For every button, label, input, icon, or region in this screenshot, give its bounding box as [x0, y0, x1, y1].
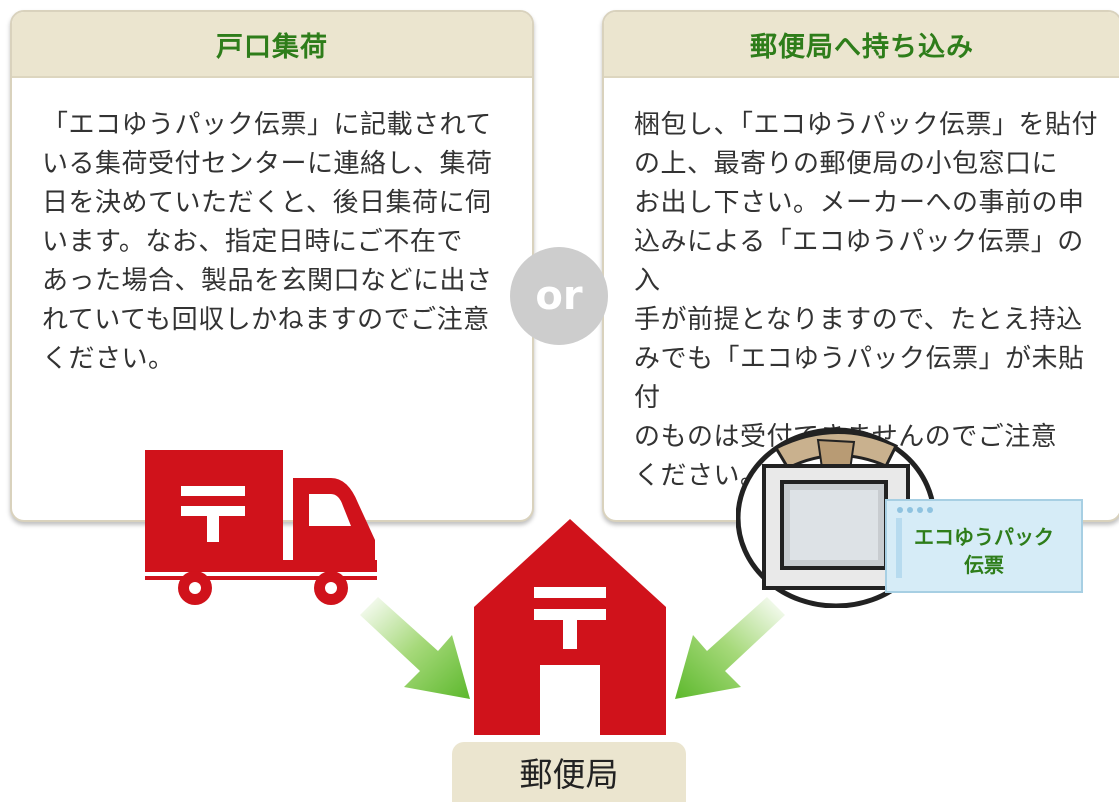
bring-to-post-office-description: 梱包し、「エコゆうパック伝票」を貼付 の上、最寄りの郵便局の小包窓口に お出し下…: [604, 78, 1119, 496]
text-line: 込みによる「エコゆうパック伝票」の入: [634, 227, 1084, 296]
text-line: ください。: [42, 344, 175, 374]
text-line: 手が前提となりますので、たとえ持込: [634, 305, 1083, 335]
japan-post-mark-icon: [181, 486, 245, 496]
label-tag-line1: エコゆうパック: [914, 525, 1054, 549]
text-line: 梱包し、「エコゆうパック伝票」を貼付: [634, 110, 1099, 140]
arrow-to-post-office-right-icon: [665, 595, 785, 709]
door-pickup-panel: 戸口集荷 「エコゆうパック伝票」に記載されて いる集荷受付センターに連絡し、集荷…: [10, 10, 534, 522]
or-badge: or: [510, 247, 608, 345]
text-line: みでも「エコゆうパック伝票」が未貼付: [634, 344, 1085, 413]
text-line: 「エコゆうパック伝票」に記載されて: [42, 110, 492, 140]
post-office-building-icon: [470, 517, 670, 741]
door-pickup-description: 「エコゆうパック伝票」に記載されて いる集荷受付センターに連絡し、集荷 日を決め…: [12, 78, 532, 379]
text-line: お出し下さい。メーカーへの事前の申: [634, 188, 1085, 218]
delivery-truck-icon: [143, 448, 383, 622]
door-pickup-title: 戸口集荷: [12, 12, 532, 78]
text-line: の上、最寄りの郵便局の小包窓口に: [634, 149, 1059, 179]
text-line: れていても回収しかねますのでご注意: [42, 305, 490, 335]
text-line: います。なお、指定日時にご不在で: [42, 227, 463, 257]
arrow-to-post-office-left-icon: [360, 595, 480, 709]
label-tag-line2: 伝票: [964, 553, 1004, 577]
text-line: いる集荷受付センターに連絡し、集荷: [42, 149, 493, 179]
bring-to-post-office-panel: 郵便局へ持ち込み 梱包し、「エコゆうパック伝票」を貼付 の上、最寄りの郵便局の小…: [602, 10, 1119, 522]
text-line: あった場合、製品を玄関口などに出さ: [42, 266, 493, 296]
package-with-label-icon: エコゆうパック 伝票: [735, 418, 1086, 612]
post-office-label: 郵便局: [452, 742, 686, 802]
bring-to-post-office-title: 郵便局へ持ち込み: [604, 12, 1119, 78]
text-line: 日を決めていただくと、後日集荷に伺: [42, 188, 492, 218]
